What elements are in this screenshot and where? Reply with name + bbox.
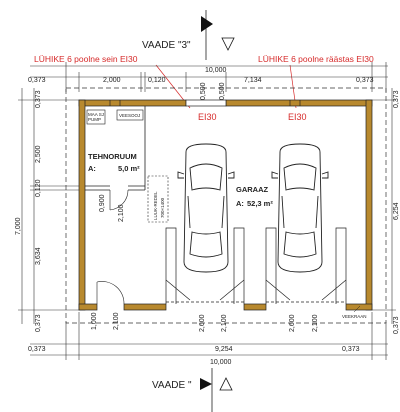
dim-left-seg3: 3,634 — [35, 247, 42, 265]
dim-gate1-h: 2,100 — [221, 314, 228, 332]
dim-top-seg5: 7,134 — [244, 77, 262, 84]
dim-top-right-gap: 0,373 — [356, 77, 374, 84]
bottom-dimensions — [30, 312, 388, 360]
dim-left-top-gap: 0,373 — [35, 90, 42, 108]
view-marker-bottom: VAADE " — [152, 368, 233, 412]
dim-bottom-door-w: 1,000 — [91, 312, 98, 330]
boiler-box — [116, 109, 144, 121]
left-dimensions — [18, 88, 80, 324]
dim-top-seg4: 0,500 — [219, 82, 226, 100]
dim-top-seg3: 0,500 — [200, 82, 207, 100]
right-dimensions — [372, 88, 396, 324]
tehnoruum-area-prefix: A: — [88, 164, 96, 173]
pump-label-1: MAA SJ — [88, 112, 104, 117]
tehnoruum-area: 5,0 m² — [118, 164, 140, 173]
view-label-top: VAADE "3" — [142, 40, 191, 51]
partitions — [85, 106, 146, 191]
dim-top-seg1: 2,000 — [103, 77, 121, 84]
top-windows — [109, 100, 301, 106]
fire-label-2: EI30 — [288, 112, 307, 122]
dim-right-bottom-gap: 0,373 — [393, 316, 400, 334]
car-right — [271, 143, 329, 273]
boiler-label: VEESOOJ — [119, 113, 140, 118]
view-marker-top: VAADE "3" — [142, 10, 235, 60]
garaaz-area: 52,3 m² — [247, 199, 273, 208]
dim-bottom-left-gap: 0,373 — [28, 346, 46, 353]
bottom-door — [96, 281, 125, 305]
pump-box — [86, 109, 106, 125]
tap-label: VEEKRAAN — [342, 314, 367, 319]
tehnoruum-name: TEHNORUUM — [88, 152, 137, 161]
note-eave: LÜHIKE 6 poolne räästas EI30 — [258, 54, 374, 64]
pump-label-2: PUMP — [88, 117, 101, 122]
note-wall: LÜHIKE 6 poolne sein EI30 — [34, 54, 138, 64]
dim-top-left-gap: 0,373 — [28, 77, 46, 84]
dim-right-top-gap: 0,373 — [393, 90, 400, 108]
view-label-bottom: VAADE " — [152, 380, 192, 391]
dim-bottom-overall: 10,000 — [210, 359, 232, 366]
dim-gate1-w: 2,600 — [199, 314, 206, 332]
ladder-label-2: 700×1400 — [160, 197, 165, 218]
dim-top-seg2: 0,120 — [148, 77, 166, 84]
tap-leader — [353, 305, 361, 313]
dim-door-h: 2,100 — [118, 204, 125, 222]
garaaz-area-prefix: A: — [236, 199, 244, 208]
dim-bottom-right-gap: 0,373 — [342, 346, 360, 353]
garage-gates — [165, 227, 347, 304]
car-left — [177, 143, 235, 273]
fire-label-1: EI30 — [198, 112, 217, 122]
dim-left-seg2: 0,120 — [35, 179, 42, 197]
dim-bottom-door-h: 2,100 — [113, 312, 120, 330]
dim-left-bottom-gap: 0,373 — [35, 314, 42, 332]
dim-gate2-h: 2,100 — [312, 314, 319, 332]
dim-bottom-inner: 9,254 — [215, 346, 233, 353]
top-dimensions — [30, 62, 388, 92]
dim-top-overall: 10,000 — [205, 67, 227, 74]
garaaz-name: GARAAZ — [236, 185, 268, 194]
ladder-label-1: LUUK-REDEL — [153, 191, 158, 220]
ladder-hatch — [147, 175, 169, 223]
dim-left-outer: 7,000 — [15, 217, 22, 235]
tehnoruum-door — [109, 189, 129, 211]
dim-right-inner: 6,254 — [393, 202, 400, 220]
dim-door-w: 0,900 — [99, 194, 106, 212]
dim-gate2-w: 2,600 — [289, 314, 296, 332]
dim-left-seg1: 2,500 — [35, 145, 42, 163]
